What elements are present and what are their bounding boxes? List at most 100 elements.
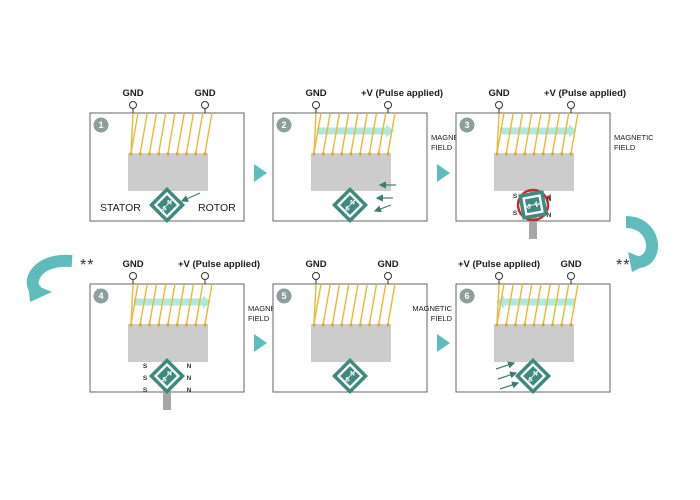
coil-foot — [359, 323, 362, 327]
step-arrow — [254, 334, 267, 352]
coil-foot — [523, 152, 526, 156]
coil-foot — [551, 152, 554, 156]
coil-foot — [157, 152, 160, 156]
marker-right: ** — [616, 257, 630, 274]
coil-winding — [313, 112, 322, 154]
coil-winding — [368, 112, 378, 154]
coil-foot — [148, 152, 151, 156]
left-terminal-label: GND — [305, 88, 326, 99]
coil-foot — [523, 323, 526, 327]
step-number-badge — [93, 117, 109, 133]
pole-label: N — [187, 387, 192, 394]
coil-foot — [312, 152, 316, 156]
coil-winding — [378, 112, 387, 154]
coil-foot — [349, 152, 353, 156]
coil-foot — [129, 152, 133, 156]
force-arrow — [495, 361, 516, 370]
coil-winding — [139, 112, 148, 154]
coil-winding — [350, 283, 359, 325]
coil-winding — [551, 112, 561, 154]
coil-winding — [204, 283, 213, 325]
pole-label: S — [513, 193, 518, 200]
rotor-label: ROTOR — [198, 202, 236, 214]
left-terminal-label: GND — [122, 88, 143, 99]
step-number: 5 — [281, 291, 286, 301]
coil-winding — [185, 283, 195, 325]
magnetic-field-label: FIELD — [248, 314, 270, 323]
rotor-divider — [344, 370, 356, 382]
coil-winding — [570, 283, 579, 325]
coil-winding — [185, 112, 195, 154]
coil-foot — [312, 323, 316, 327]
stator — [128, 153, 208, 191]
step-number-badge — [459, 117, 475, 133]
rotor-pointer-arrow — [180, 192, 201, 202]
force-arrow — [373, 204, 392, 213]
magnetic-field-label: MAGNETIC — [248, 304, 288, 313]
coil-foot — [359, 152, 362, 156]
step-number: 1 — [98, 120, 103, 130]
rotor-magnet: NS — [518, 190, 548, 220]
coil-foot — [532, 152, 536, 156]
coil-winding — [313, 283, 322, 325]
left-terminal-icon — [312, 101, 320, 109]
left-terminal-label: +V (Pulse applied) — [458, 259, 540, 270]
left-terminal-icon — [495, 272, 503, 280]
right-terminal-icon — [384, 272, 392, 280]
coil-foot — [569, 152, 573, 156]
coil-winding — [524, 112, 533, 154]
step-arrow — [437, 334, 450, 352]
coil-winding — [158, 283, 167, 325]
coil-foot — [542, 323, 545, 327]
coil-foot — [157, 323, 160, 327]
step-number: 6 — [464, 291, 469, 301]
coil-foot — [560, 323, 563, 327]
coil-foot — [139, 152, 142, 156]
coil-foot — [194, 152, 197, 156]
rotor-divider — [525, 203, 541, 207]
step-number: 4 — [98, 291, 103, 301]
rotor-north-label: N — [350, 200, 355, 207]
rotation-ring — [516, 188, 550, 222]
coil-winding — [331, 112, 341, 154]
rotor-south-label: S — [525, 203, 533, 212]
rotation-arrow — [546, 194, 551, 200]
coil-lead-left — [496, 283, 500, 325]
coil-foot — [560, 152, 563, 156]
coil-foot — [322, 323, 325, 327]
coil-winding — [496, 283, 505, 325]
coil-winding — [341, 283, 350, 325]
coil-winding — [130, 112, 139, 154]
rotor-south-label: S — [528, 377, 533, 384]
coil-winding — [570, 112, 579, 154]
magnetic-field-label: MAGNETIC — [412, 304, 452, 313]
coil-winding — [551, 283, 561, 325]
coil-foot — [505, 323, 508, 327]
coil-winding — [167, 283, 176, 325]
coil-foot — [514, 152, 517, 156]
coil-winding — [368, 283, 378, 325]
pole-label: N — [187, 363, 192, 370]
coil-winding — [148, 112, 158, 154]
stator — [128, 324, 208, 362]
coil-foot — [322, 152, 325, 156]
rotor-magnet: NS — [148, 186, 186, 224]
coil-winding — [561, 112, 570, 154]
stator — [311, 324, 391, 362]
step-number: 2 — [281, 120, 286, 130]
coil-foot — [148, 323, 151, 327]
step-arrow — [437, 164, 450, 182]
coil-foot — [129, 323, 133, 327]
pole-label: N — [547, 196, 552, 203]
coil-winding — [505, 283, 514, 325]
coil-winding — [514, 112, 524, 154]
right-terminal-icon — [567, 101, 575, 109]
pole-label: S — [143, 375, 148, 382]
coil-winding — [533, 112, 542, 154]
coil-winding — [158, 112, 167, 154]
coil-foot — [386, 152, 390, 156]
